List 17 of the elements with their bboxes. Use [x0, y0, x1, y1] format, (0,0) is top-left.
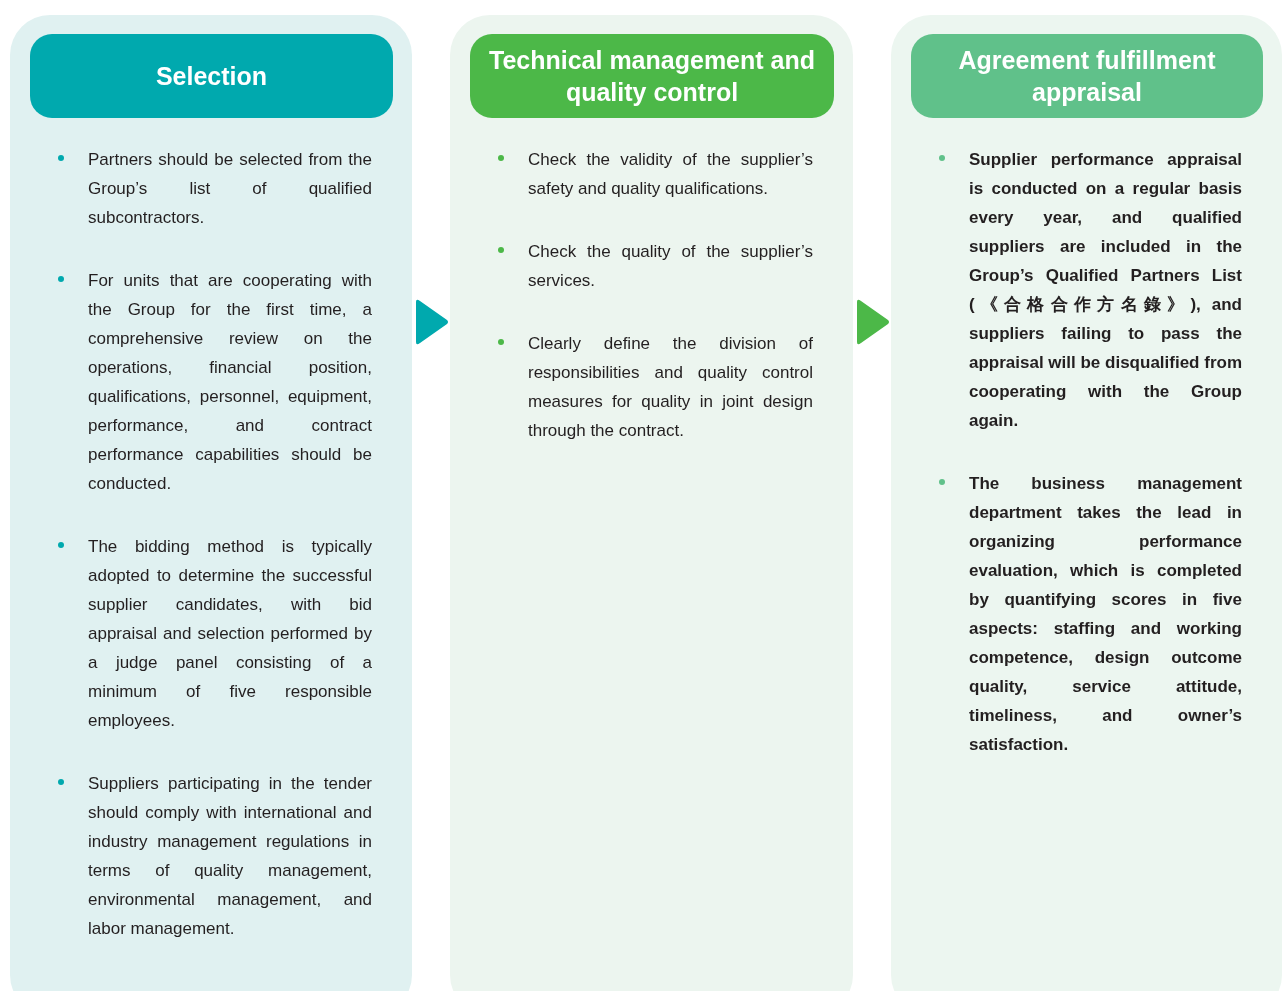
- stage-header: Agreement fulfillment appraisal: [911, 34, 1263, 118]
- bullet-text: Check the quality of the supplier’s services.: [528, 241, 813, 292]
- bullet-text: For units that are cooperating with the Group for the first time, a comprehensive review on the operations, financial position, qualifications, personnel, equipment, performance, and contract performance capabilities should be conducted.: [88, 270, 372, 495]
- stage-panel: [891, 15, 1282, 991]
- stage-header: Technical management and quality control: [470, 34, 834, 118]
- bullet-text: The bidding method is typically adopted to determine the successful supplier candidates, with bid appraisal and selection performed by a judge panel consisting of a minimum of five responsible employees.: [88, 536, 372, 732]
- bullet-text: Supplier performance appraisal is conducted on a regular basis every year, and qualified suppliers are included in the Group’s Qualified Partners List (《合格合作方名錄》), and suppliers failing to pass the appraisal will be disqualified from cooperating with the Group again.: [969, 149, 1242, 432]
- bullet-text: Suppliers participating in the tender should comply with international and industry management regulations in terms of quality management, environmental management, and labor management.: [88, 773, 372, 940]
- bullet-text: The business management department takes the lead in organizing performance evaluation, which is completed by quantifying scores in five aspects: staffing and working competence, design outcome quality, service attitude, timeliness, and owner’s satisfaction.: [969, 473, 1242, 756]
- bullet-text: Clearly define the division of responsibilities and quality control measures for quality in joint design through the contract.: [528, 333, 813, 442]
- bullet-text: Check the validity of the supplier’s safety and quality qualifications.: [528, 149, 813, 200]
- chevron-arrow: [857, 299, 889, 345]
- stage-header: Selection: [30, 34, 393, 118]
- stage-panel: [10, 15, 412, 991]
- chevron-arrow: [416, 299, 448, 345]
- bullet-text: Partners should be selected from the Group’s list of qualified subcontractors.: [88, 149, 372, 229]
- stage-panel: [450, 15, 853, 991]
